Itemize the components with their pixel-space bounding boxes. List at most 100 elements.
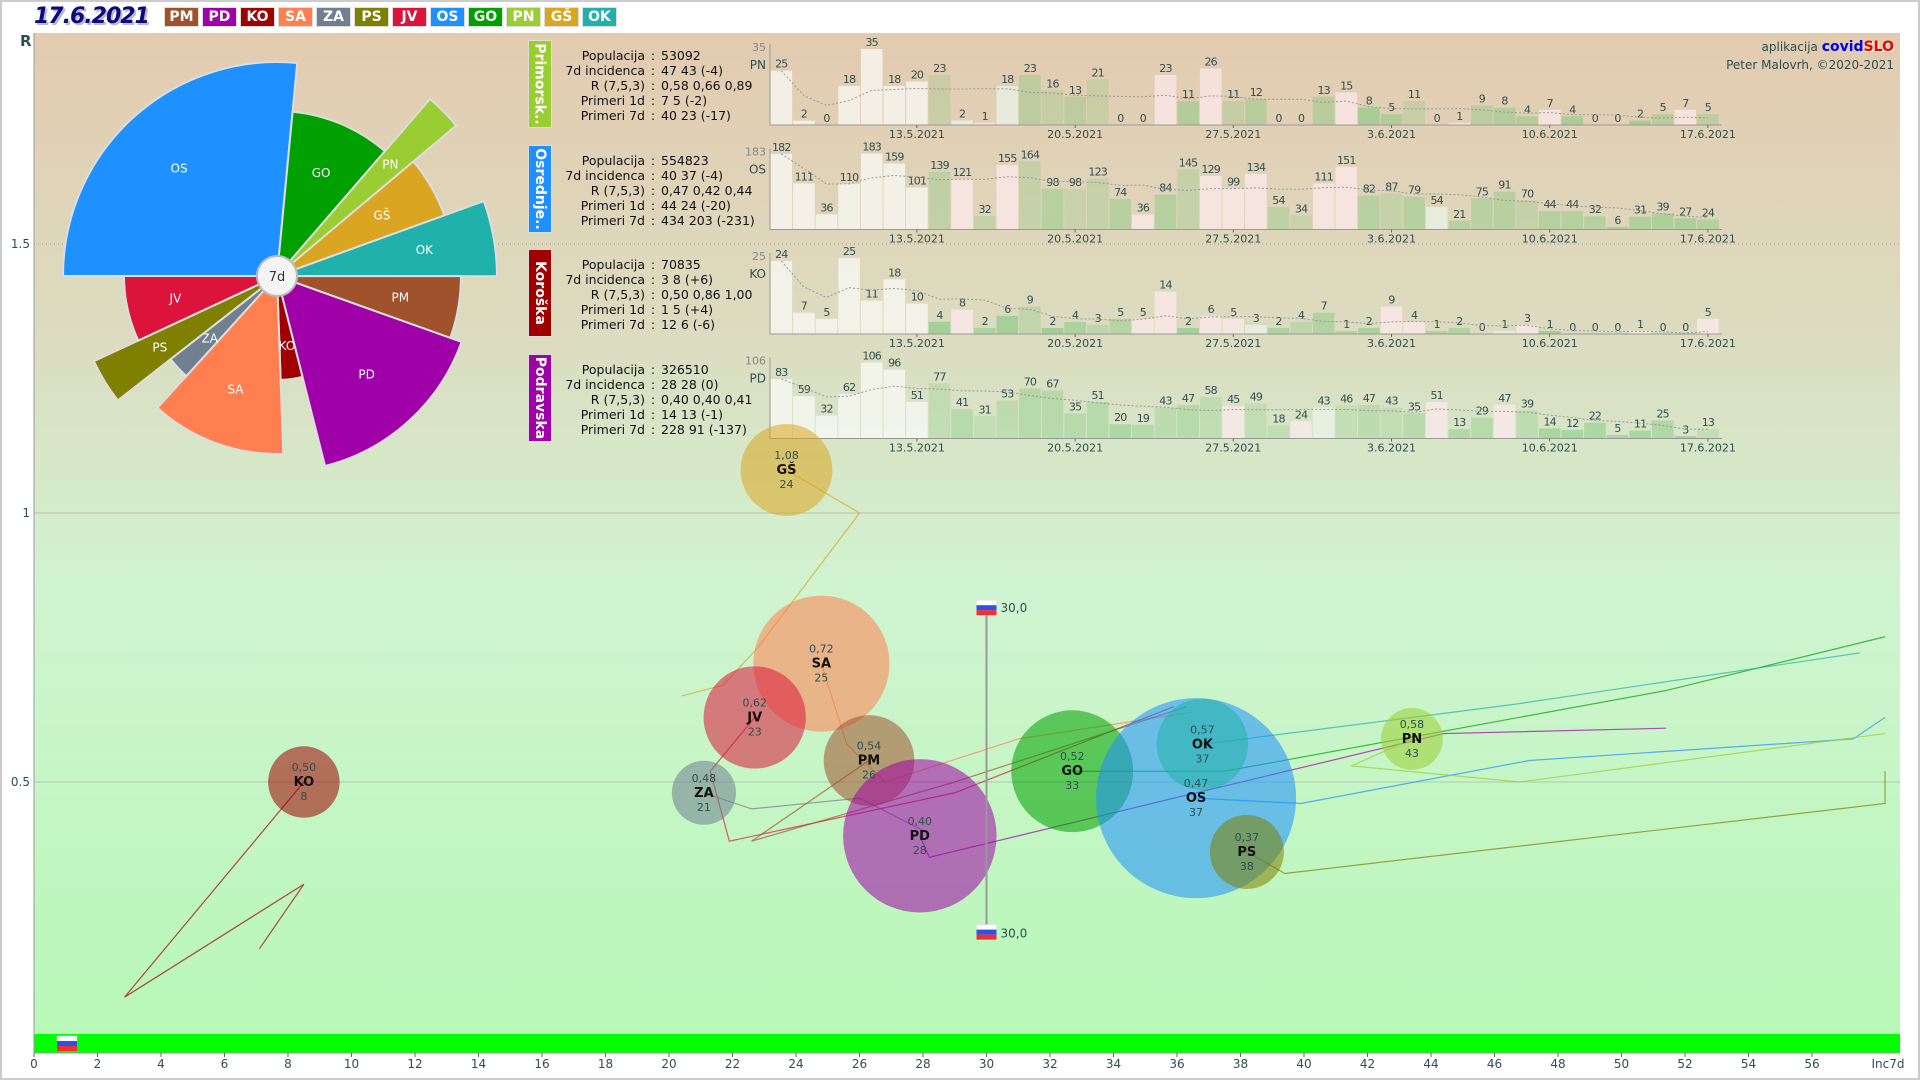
bar [1425, 207, 1448, 230]
bar [1561, 211, 1584, 230]
bar-value: 2 [1185, 315, 1191, 328]
x-tick-label: 8 [284, 1057, 292, 1071]
bar-value: 2 [1366, 315, 1372, 328]
bar [793, 312, 815, 334]
bar-value: 6 [1208, 303, 1215, 316]
bubble-OK [1156, 698, 1249, 791]
baseline-band [34, 1034, 1900, 1053]
bar-value: 11 [1227, 88, 1239, 101]
stat-sep: : [650, 167, 656, 183]
bar-value: 0 [1660, 321, 1667, 334]
date-label: 3.6.2021 [1367, 233, 1416, 246]
chart-code-label: PN [750, 58, 766, 72]
bar-value: 5 [1660, 101, 1667, 114]
bubble-code-label: OS [1186, 791, 1206, 806]
bar-value: 35 [1069, 400, 1082, 413]
bar [1290, 215, 1312, 230]
stat-value: 326510 [661, 361, 709, 377]
legend-chip-OK[interactable]: OK [582, 7, 617, 27]
bubble-code-label: JV [746, 710, 762, 725]
stat-sep: : [650, 152, 656, 168]
stat-row: Populacija:554823 [527, 153, 755, 168]
x-tick-label: 12 [407, 1057, 422, 1071]
stat-row: Populacija:53092 [527, 48, 752, 63]
chart-code-label: OS [749, 163, 766, 177]
bar-value: 0 [1117, 112, 1124, 125]
bar-value: 12 [1566, 417, 1578, 430]
bar-value: 8 [959, 297, 966, 310]
bar-value: 41 [956, 396, 968, 409]
x-tick-label: 6 [221, 1057, 229, 1071]
pie-slice-GO [275, 110, 387, 280]
bar-value: 43 [1159, 395, 1172, 408]
bar-value: 26 [1204, 56, 1217, 69]
stat-value: 228 91 (-137) [661, 421, 747, 437]
stat-sep: : [650, 302, 656, 317]
bubble-PD [843, 759, 997, 913]
date-label: 13.5.2021 [889, 128, 945, 141]
bar [1222, 101, 1245, 125]
bar-value: 0 [1434, 112, 1441, 125]
stat-sep: : [650, 361, 656, 377]
legend-chip-PD[interactable]: PD [202, 7, 237, 27]
bar-value: 27 [1679, 205, 1692, 218]
bar-value: 6 [1614, 214, 1621, 227]
bar [770, 70, 793, 125]
legend-chip-SA[interactable]: SA [278, 7, 313, 27]
bar [883, 85, 906, 125]
bar-value: 51 [1091, 389, 1103, 402]
bar [1177, 327, 1199, 334]
legend-chip-GŠ[interactable]: GŠ [544, 7, 579, 27]
pie-label-PN: PN [382, 157, 398, 171]
bubble-code-label: PD [910, 829, 931, 844]
chart-max-label: 35 [752, 41, 766, 54]
stat-row: 7d incidenca:3 8 (+6) [527, 272, 752, 287]
bar [1403, 321, 1425, 334]
x-tick-label: 34 [1106, 1057, 1121, 1071]
bar [1358, 107, 1380, 125]
bubble-code-label: GŠ [776, 462, 796, 478]
bubble-PS [1209, 814, 1284, 889]
legend-chip-GO[interactable]: GO [468, 7, 503, 27]
bar [1109, 318, 1132, 334]
bar-value: 39 [1656, 200, 1669, 213]
bar [1312, 96, 1335, 125]
bar [770, 261, 793, 334]
bubble-r-label: 0,52 [1060, 750, 1085, 763]
bar [1697, 318, 1719, 334]
legend-chip-JV[interactable]: JV [392, 7, 427, 27]
legend-chip-KO[interactable]: KO [240, 7, 275, 27]
y-axis-label: R [20, 32, 32, 50]
bar-value: 106 [862, 350, 881, 363]
bar-value: 96 [888, 357, 901, 370]
bubble-r-label: 1,08 [774, 449, 799, 462]
legend-chip-PN[interactable]: PN [506, 7, 541, 27]
slovenia-label-top: 30,0 [1001, 601, 1028, 615]
bubble-r-label: 0,58 [1400, 718, 1425, 731]
bar-value: 18 [1001, 73, 1014, 86]
legend-chip-PM[interactable]: PM [164, 7, 199, 27]
x-tick-label: 18 [598, 1057, 613, 1071]
bar-value: 3 [1682, 423, 1689, 436]
legend-chip-OS[interactable]: OS [430, 7, 465, 27]
bar-value: 53 [1001, 388, 1014, 401]
bar-value: 13 [1069, 84, 1082, 97]
stat-value: 3 8 (+6) [661, 272, 714, 287]
stat-value: 1 5 (+4) [661, 302, 714, 317]
bar-value: 19 [1137, 412, 1150, 425]
bar-value: 1 [982, 110, 988, 123]
bar [1448, 429, 1471, 439]
bar [883, 369, 906, 439]
stat-label: Populacija [581, 48, 645, 63]
bar-value: 32 [820, 403, 832, 416]
bar [1674, 436, 1697, 439]
legend-chip-ZA[interactable]: ZA [316, 7, 351, 27]
date-label: 20.5.2021 [1047, 233, 1103, 246]
bar [1064, 188, 1086, 230]
bubble-code-label: SA [812, 657, 831, 672]
legend-chip-PS[interactable]: PS [354, 7, 389, 27]
bar-value: 87 [1385, 180, 1398, 193]
slovenia-flag-baseline-red [57, 1046, 77, 1051]
